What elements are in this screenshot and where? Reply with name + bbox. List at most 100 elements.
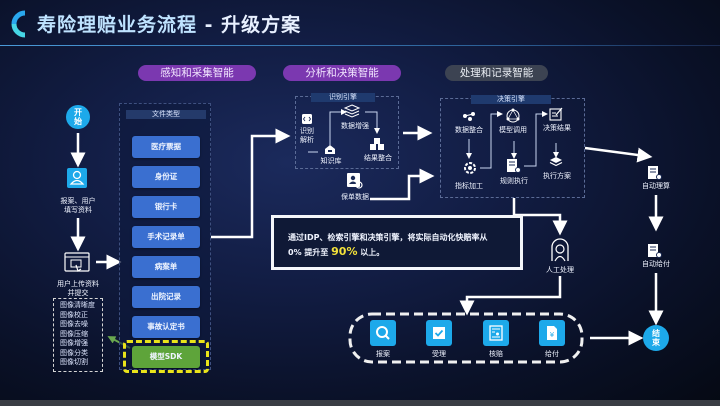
step-review-button[interactable] (483, 320, 509, 346)
step-accept-button[interactable] (426, 320, 452, 346)
arrow-decision-to-manual (512, 198, 568, 236)
link-kb-to-enhance (329, 109, 347, 145)
report-label: 报案、用户 填写资料 (55, 197, 101, 215)
note-line-1: 通过IDP、检索引擎和决策引擎，将实际自动化快赔率从 (288, 233, 488, 242)
step-review-label: 核赔 (489, 350, 503, 358)
header: 寿险理赔业务流程 - 升级方案 (0, 0, 720, 46)
document-types-title: 文件类型 (126, 110, 206, 119)
auto-calc-label: 自动理算 (642, 182, 670, 190)
end-node: 结 束 (643, 325, 669, 351)
upload-label-1: 用户上传资料 (57, 280, 99, 288)
step-accept-label: 受理 (432, 350, 446, 358)
start-node: 开 始 (66, 105, 90, 129)
title-main: 寿险理赔业务流程 (37, 14, 198, 36)
image-processing-item: 图像去噪 (60, 320, 88, 328)
doc-type-id-card[interactable]: 身份证 (132, 166, 200, 188)
doc-type-accident-report[interactable]: 事故认定书 (132, 316, 200, 338)
enhance-label: 数据增强 (341, 122, 369, 130)
stage-pill-analysis: 分析和决策智能 (283, 65, 401, 81)
step-report-label: 报案 (376, 350, 390, 358)
link-metric-to-model (480, 111, 503, 169)
data-merge-icon (463, 112, 475, 121)
start-text-2: 始 (74, 117, 82, 126)
knowledge-base-label: 知识库 (320, 157, 342, 165)
network-icon (506, 108, 520, 123)
header-divider (0, 45, 720, 46)
doc-type-medical-receipt[interactable]: 医疗票据 (132, 136, 200, 158)
svg-text:¥: ¥ (550, 331, 555, 339)
image-processing-item: 图像清晰度 (60, 301, 95, 309)
recognition-engine-title: 识别引擎 (311, 93, 375, 102)
layers-icon (343, 104, 361, 118)
agent-icon (551, 238, 569, 262)
auto-pay-label: 自动给付 (642, 260, 670, 268)
exec-plan-label: 执行方案 (543, 172, 571, 180)
stage-pill-perception: 感知和采集智能 (138, 65, 256, 81)
arrow-policy-to-decision (370, 168, 435, 201)
image-processing-item: 图像压缩 (60, 329, 88, 338)
search-icon (376, 326, 390, 340)
doc-type-surgery-record[interactable]: 手术记录单 (132, 226, 200, 248)
upload-label: 用户上传资料 并提交 (48, 280, 108, 298)
doc-type-bank-card[interactable]: 银行卡 (132, 196, 200, 218)
doc-type-medical-case[interactable]: 病案单 (132, 256, 200, 278)
stack-icon (549, 157, 563, 167)
manual-steps-frame (348, 312, 584, 364)
document-types-panel: 文件类型 医疗票据 身份证 银行卡 手术记录单 病案单 出院记录 事故认定书 模… (119, 103, 211, 370)
checkbox-icon (433, 327, 445, 339)
decision-engine-box: 决策引擎 (440, 95, 585, 198)
title-suffix: - 升级方案 (197, 14, 302, 36)
model-call-label: 模型调用 (499, 126, 527, 134)
decision-engine-title: 决策引擎 (471, 95, 551, 104)
stage-pill-processing: 处理和记录智能 (445, 65, 548, 81)
sdk-highlight-frame (123, 340, 209, 373)
summary-note-text: 通过IDP、检索引擎和决策引擎，将实际自动化快赔率从 0% 提升至 90% 以上… (288, 231, 518, 260)
link-enhance-to-merge (365, 111, 380, 134)
rule-exec-label: 规则执行 (500, 177, 528, 185)
gear-icon (464, 162, 476, 174)
end-text-2: 束 (652, 338, 660, 347)
parse-label-1: 识别 (300, 127, 314, 135)
rule-doc-icon (507, 159, 521, 173)
code-icon (302, 114, 312, 124)
recognition-engine-box: 识别引擎 (295, 93, 399, 169)
parse-label-2: 解析 (300, 136, 314, 144)
auto-calc-icon (648, 166, 662, 180)
link-rule-to-result (524, 111, 548, 167)
note-line-2-prefix: 0% 提升至 (288, 248, 332, 257)
image-processing-list: 图像清晰度 图像校正 图像去噪 图像压缩 图像增强 图像分类 图像切割 (53, 298, 103, 372)
report-label-1: 报案、用户 (60, 197, 96, 205)
note-highlight-value: 90% (331, 245, 358, 258)
cubes-icon (370, 138, 384, 150)
parse-label: 识别 解析 (297, 127, 317, 145)
bottom-strip (0, 400, 720, 406)
step-pay-button[interactable]: ¥ (539, 320, 565, 346)
step-pay-label: 给付 (545, 350, 559, 358)
user-icon (69, 170, 85, 185)
step-report-button[interactable] (370, 320, 396, 346)
knowledge-base-icon (325, 145, 335, 154)
model-sdk-button[interactable]: 模型SDK (132, 346, 200, 368)
merge-label: 结果整合 (364, 154, 392, 162)
policy-data-icon (347, 173, 363, 189)
image-processing-item: 图像切割 (60, 358, 88, 366)
summary-note: 通过IDP、检索引擎和决策引擎，将实际自动化快赔率从 0% 提升至 90% 以上… (271, 215, 523, 270)
upload-label-2: 并提交 (67, 289, 89, 297)
end-text-1: 结 (652, 329, 660, 338)
metric-label: 指标加工 (455, 182, 483, 190)
start-text-1: 开 (74, 108, 82, 117)
page-title: 寿险理赔业务流程 - 升级方案 (37, 10, 301, 37)
report-label-2: 填写资料 (64, 206, 92, 214)
arrow-manual-to-steps (459, 276, 562, 316)
auto-pay-icon (648, 244, 662, 258)
doc-type-discharge-record[interactable]: 出院记录 (132, 286, 200, 308)
note-line-2-suffix: 以上。 (357, 248, 385, 257)
policy-data-label: 保单数据 (341, 193, 369, 201)
data-merge-label: 数据整合 (455, 126, 483, 134)
report-node (67, 168, 87, 188)
manual-label: 人工处理 (546, 266, 574, 274)
image-processing-item: 图像增强 (60, 339, 88, 347)
arrow-decision-to-autocalc (584, 146, 653, 163)
upload-window-icon (64, 252, 90, 272)
edit-doc-icon (549, 107, 563, 121)
